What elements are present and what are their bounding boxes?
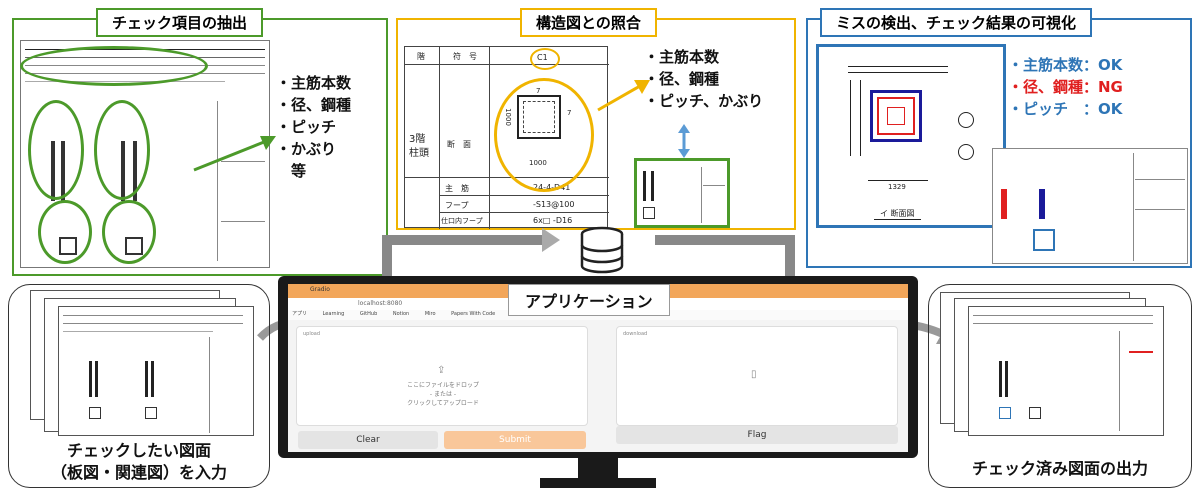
output-sheet-front [968,306,1164,436]
flag-button[interactable]: Flag [616,426,898,444]
row-floor-label: 3階 柱頭 [409,134,429,159]
download-label: download [623,331,648,337]
extraction-panel: ・主筋本数 ・径、鋼種 ・ピッチ ・かぶり 等 [12,18,388,276]
extraction-bullets: ・主筋本数 ・径、鋼種 ・ピッチ ・かぶり 等 [276,74,352,180]
monitor-base [540,478,656,488]
row-hoop-label: フープ [445,201,469,210]
results-list: ・主筋本数：OK ・径、鋼種：NG ・ピッチ ：OK [1008,54,1123,120]
address-input[interactable]: localhost:8080 [358,300,403,307]
database-icon [580,226,624,274]
row-main-bar-label: 主 筋 [445,184,469,193]
upload-label: upload [303,331,321,337]
arrow-icon [193,136,276,172]
download-panel: download ▯ [616,326,898,426]
upload-icon: ⇪ [437,365,446,376]
submit-button[interactable]: Submit [444,431,586,449]
bookmark-item[interactable]: アプリ [292,311,308,317]
bookmark-item[interactable]: Notion [392,311,410,317]
match-panel: 階 符 号 3階 柱頭 断 面 主 筋 24-4-D41 フープ -S13@10… [396,18,796,230]
row-joint-hoop-value: 6x□ -D16 [533,216,573,225]
app-label: アプリケーション [508,284,670,316]
output-caption: チェック済み図面の出力 [971,459,1148,478]
bookmark-item[interactable]: GitHub [359,311,378,317]
detect-title: ミスの検出、チェック結果の可視化 [820,8,1093,37]
output-frame [928,284,1192,488]
match-bullets: ・主筋本数 ・径、鋼種 ・ピッチ、かぶり [644,48,764,110]
result-sheet [992,148,1188,264]
axis-circle [958,144,974,160]
monitor: Gradio localhost:8080 アプリ Learning GitHu… [278,276,918,458]
arrow-icon [597,80,650,112]
input-sheet-front [58,306,254,436]
result-pitch: ・ピッチ ：OK [1008,100,1123,118]
upload-hint: ここにファイルをドロップ [406,382,479,389]
result-diameter: ・径、鋼種：NG [1008,78,1123,96]
monitor-stand [578,458,618,480]
elevation-oval-left [28,100,84,200]
double-arrow-icon [678,124,690,158]
section-caption: イ 断面図 [874,208,921,220]
dim-label: 1329 [888,183,906,191]
header-oval [20,46,208,86]
mark-oval [530,48,560,70]
extraction-title: チェック項目の抽出 [96,8,264,37]
section-oval-right [102,200,156,264]
matched-thumbnail [634,158,730,228]
file-icon: ▯ [751,369,757,380]
col-floor: 階 [417,52,425,61]
row-hoop-value: -S13@100 [533,200,575,209]
result-main-bar: ・主筋本数：OK [1008,56,1123,74]
col-c1: C1 [537,53,548,62]
section-oval [494,78,594,192]
section-oval-left [38,200,92,264]
upload-dropzone[interactable]: upload ⇪ ここにファイルをドロップ - または - クリックしてアップロ… [296,326,588,426]
bookmark-item[interactable]: Learning [322,311,345,317]
input-frame [8,284,270,488]
input-caption: チェックしたい図面 （板図・関連図）を入力 [50,441,227,482]
axis-circle [958,112,974,128]
detect-panel: 1329 イ 断面図 ・主筋本数：OK ・径、鋼種：NG ・ピッチ ：OK [806,18,1192,268]
elevation-oval-right [94,100,150,200]
upload-hint: クリックしてアップロード [407,400,479,407]
section-drawing [870,90,922,142]
row-joint-hoop-label: 仕口内フープ [441,217,483,225]
clear-button[interactable]: Clear [298,431,438,449]
browser-tab[interactable]: Gradio [310,286,330,293]
bookmark-item[interactable]: Papers With Code [451,311,496,317]
match-title: 構造図との照合 [520,8,657,37]
app-screen: Gradio localhost:8080 アプリ Learning GitHu… [288,284,908,452]
col-mark: 符 号 [453,52,477,61]
upload-hint: - または - [429,391,457,398]
bookmark-item[interactable]: Miro [424,311,436,317]
section-label: 断 面 [447,140,471,149]
section-drawing-box [816,44,1006,228]
